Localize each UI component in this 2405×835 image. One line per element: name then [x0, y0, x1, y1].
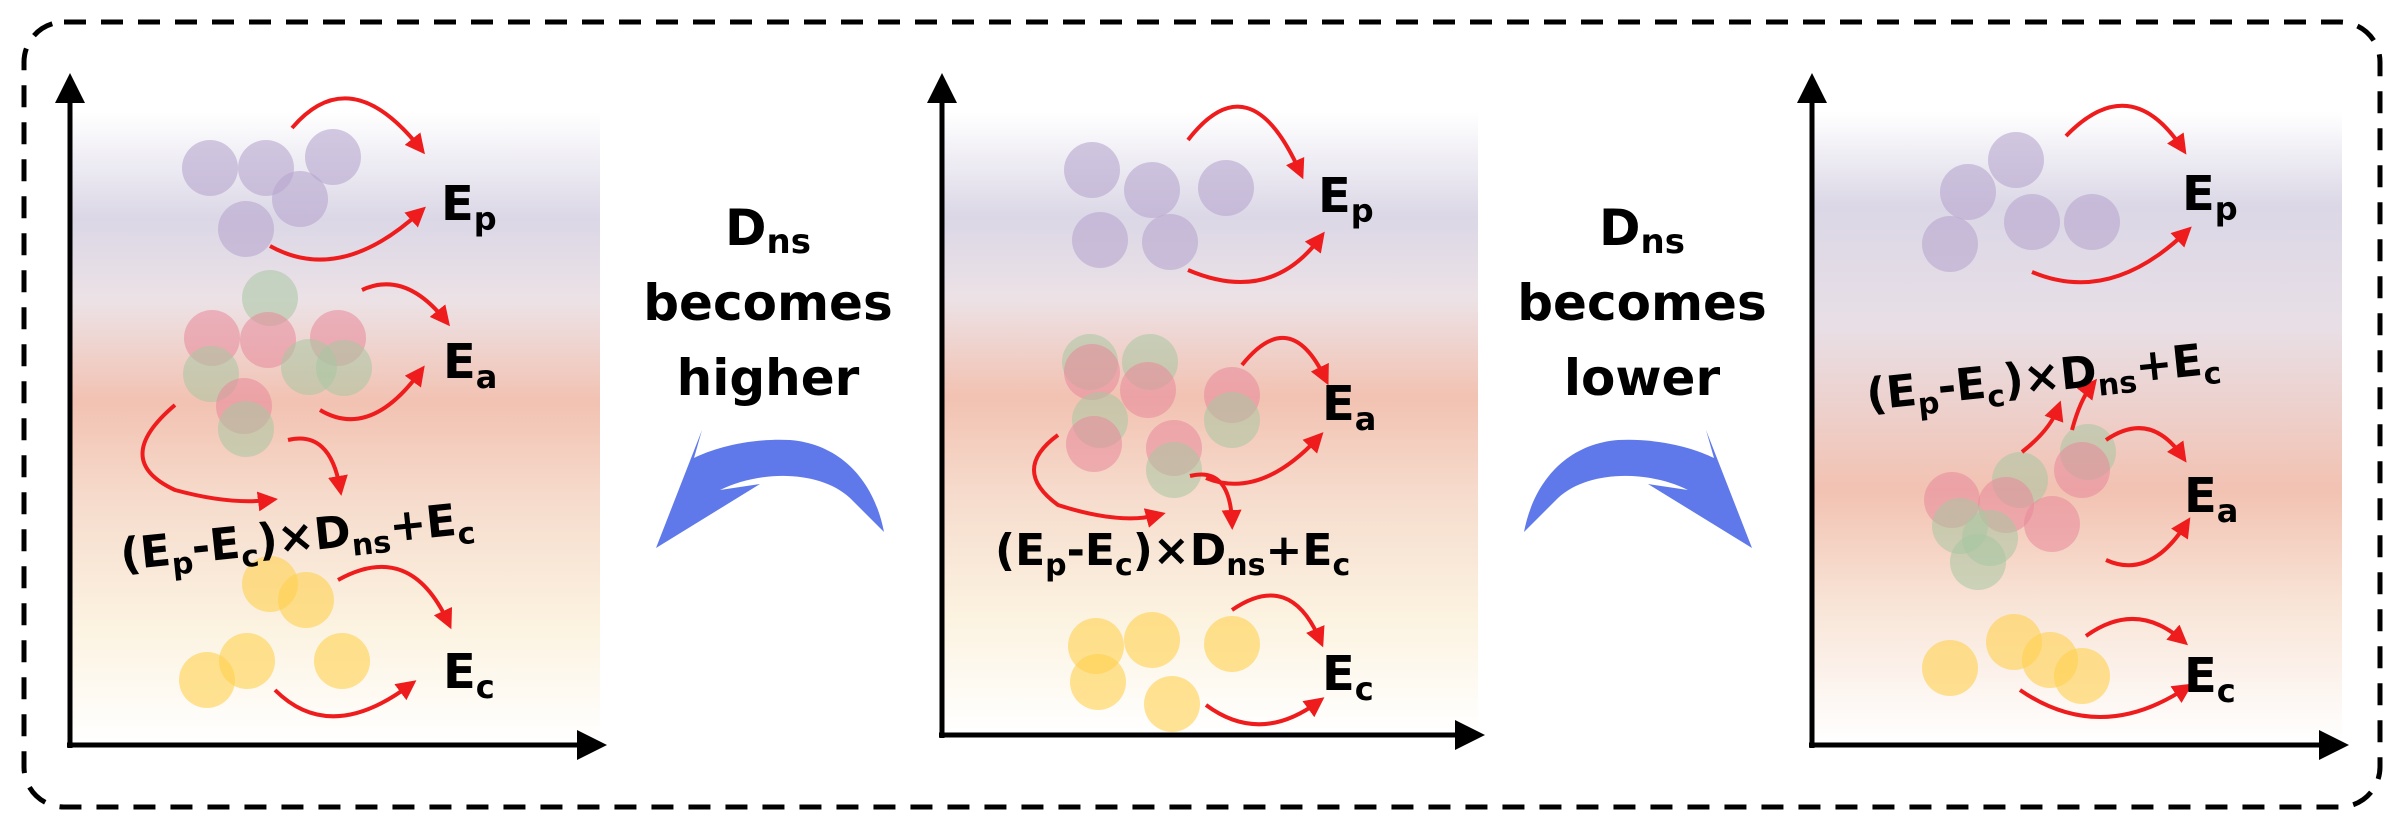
transition-lower: Dns becomes lower: [1517, 199, 1767, 548]
panel-3: Ep Ea Ec (Ep-Ec)×Dns+Ec: [1797, 73, 2349, 760]
panel-1-particle-p: [218, 201, 274, 257]
panel-2: Ep Ea Ec (Ep-Ec)×Dns+Ec: [927, 73, 1485, 750]
panel-1-arrow: [318, 365, 425, 422]
panel-2-particle-c: [1144, 676, 1200, 732]
transition-higher: Dns becomes higher: [643, 199, 893, 548]
panel-2-label-ep: Ep: [1318, 168, 1374, 230]
panel-2-particle-p: [1072, 212, 1128, 268]
panel-2-particle-a: [1120, 362, 1176, 418]
panel-2-particle-c: [1124, 612, 1180, 668]
panel-1-arrow: [361, 282, 450, 327]
panel-2-particle-c: [1070, 654, 1126, 710]
panel-1-particle-p: [272, 171, 328, 227]
panel-1-particle-a: [240, 312, 296, 368]
panel-3-particle-c: [2054, 648, 2110, 704]
panel-3-particle-a: [1950, 534, 2006, 590]
panel-2-arrow: [1230, 593, 1325, 648]
panel-3-arrow: [2064, 103, 2187, 155]
panel-3-arrow: [2031, 226, 2192, 285]
panel-1-label-ea: Ea: [443, 334, 497, 396]
panel-2-arrow: [1032, 433, 1166, 528]
panel-1-arrow: [290, 96, 425, 155]
panel-1-label-ep: Ep: [441, 176, 497, 238]
panel-3-particle-a: [2054, 442, 2110, 498]
panel-1-particle-c: [179, 652, 235, 708]
panel-2-particle-c: [1204, 616, 1260, 672]
panel-1-particle-p: [305, 129, 361, 185]
transition-lower-arrow: [1524, 430, 1752, 548]
panel-2-particle-a: [1064, 344, 1120, 400]
panel-3-particle-c: [1922, 640, 1978, 696]
panel-1-particle-p: [182, 140, 238, 196]
panel-1-arrow: [269, 206, 426, 262]
panel-3-particle-p: [2004, 194, 2060, 250]
panel-2-arrow: [1187, 231, 1325, 284]
panel-1-arrow: [287, 436, 348, 496]
transition-higher-arrow: [656, 430, 884, 548]
panel-2-arrow: [1186, 104, 1305, 180]
panel-3-arrow: [2105, 517, 2191, 568]
panel-1-label-ec: Ec: [443, 644, 495, 706]
panel-2-particle-a: [1204, 392, 1260, 448]
panel-1: Ep Ea Ec (Ep-Ec)×Dns+Ec: [55, 73, 607, 760]
panel-1-formula: (Ep-Ec)×Dns+Ec: [118, 493, 477, 588]
panel-1-particle-c: [314, 633, 370, 689]
panel-3-arrow: [2018, 683, 2193, 719]
panel-2-label-ec: Ec: [1322, 646, 1374, 708]
panel-1-particle-a: [242, 270, 298, 326]
panel-3-particle-p: [1922, 216, 1978, 272]
panel-3-formula: (Ep-Ec)×Dns+Ec: [1864, 333, 2223, 428]
panel-1-arrow: [273, 680, 417, 719]
panel-2-arrow: [1189, 472, 1242, 530]
panel-1-particle-c: [278, 572, 334, 628]
panel-2-label-ea: Ea: [1322, 376, 1376, 438]
panel-3-arrow: [2070, 378, 2097, 431]
panel-1-particle-a: [316, 340, 372, 396]
panel-3-particle-p: [1988, 132, 2044, 188]
panel-3-arrow: [2084, 616, 2189, 646]
transition-lower-line1: becomes: [1517, 274, 1766, 332]
transition-higher-line2: higher: [677, 349, 860, 407]
panel-2-particle-a: [1066, 416, 1122, 472]
transition-higher-symbol: Dns: [725, 199, 811, 262]
panel-3-arrow: [2020, 400, 2064, 454]
panel-2-particle-p: [1142, 214, 1198, 270]
panel-2-particle-a: [1146, 442, 1202, 498]
panel-1-particle-a: [218, 401, 274, 457]
panel-1-arrow: [140, 403, 278, 512]
panel-2-particle-p: [1064, 142, 1120, 198]
panel-3-label-ep: Ep: [2182, 166, 2238, 228]
panel-3-arrow: [2104, 426, 2187, 463]
panel-3-label-ea: Ea: [2184, 468, 2238, 530]
panel-3-label-ec: Ec: [2184, 648, 2236, 710]
panel-2-particle-p: [1198, 160, 1254, 216]
panel-2-particle-p: [1124, 162, 1180, 218]
panel-2-arrow: [1240, 336, 1329, 386]
panel-1-arrow: [337, 564, 453, 630]
panel-3-particle-p: [1940, 164, 1996, 220]
panel-3-particle-p: [2064, 194, 2120, 250]
transition-lower-symbol: Dns: [1599, 199, 1685, 262]
panel-3-particle-a: [2024, 496, 2080, 552]
panel-2-formula: (Ep-Ec)×Dns+Ec: [995, 525, 1350, 583]
transition-lower-line2: lower: [1564, 349, 1721, 407]
panel-2-arrow: [1204, 697, 1325, 727]
transition-higher-line1: becomes: [643, 274, 892, 332]
